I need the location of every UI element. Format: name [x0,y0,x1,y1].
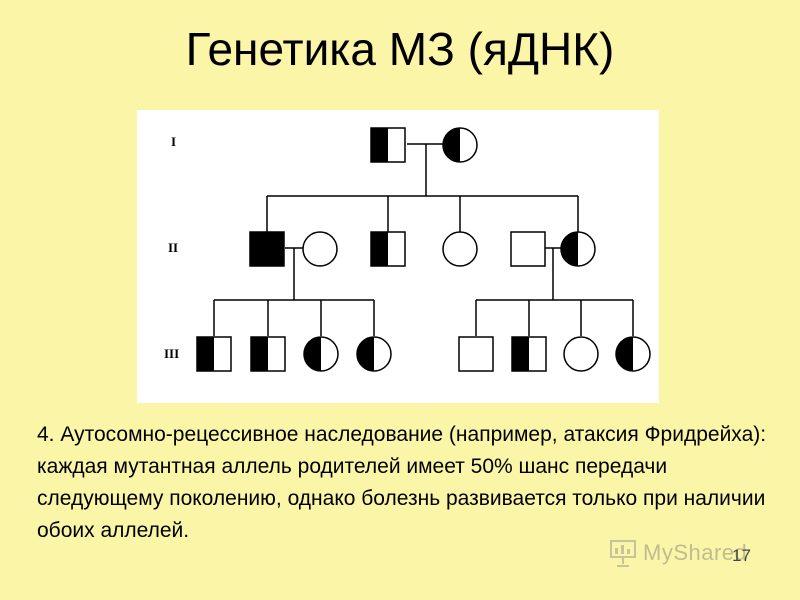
presentation-screen-icon [610,540,636,567]
pedigree-lines [213,143,634,336]
individual-gen2-5-male-unaffected [510,231,546,267]
carrier-half-fill [304,337,321,371]
carrier-half-fill [371,128,388,162]
female-circle [442,231,478,267]
slide-title: Генетика МЗ (яДНК) [185,23,615,75]
generation-label-1: I [171,134,176,149]
individual-gen2-1-male-affected [249,231,285,267]
carrier-half-fill [357,337,374,371]
carrier-half-fill [443,128,460,162]
carrier-half-fill [561,232,578,266]
individual-gen3-5-male-unaffected [458,336,494,372]
individual-gen1-1-male-carrier [370,127,406,163]
carrier-half-fill [371,232,388,266]
individual-gen3-3-female-carrier [303,336,339,372]
carrier-half-fill [512,337,529,371]
generation-label-3: III [164,346,179,361]
pedigree-chart: I II III [137,110,659,403]
individual-gen3-2-male-carrier [250,336,286,372]
carrier-half-fill [251,337,268,371]
individual-gen3-1-male-carrier [196,336,232,372]
carrier-half-fill [616,337,633,371]
individual-gen3-8-female-carrier [615,336,651,372]
individual-gen3-6-male-carrier [511,336,547,372]
generation-label-2: II [168,240,178,255]
individual-gen2-2-female-unaffected [302,231,338,267]
pedigree-individuals [196,127,651,372]
male-square [510,231,546,267]
individual-gen3-4-female-carrier [356,336,392,372]
individual-gen2-6-female-carrier [560,231,596,267]
individual-gen2-4-female-unaffected [442,231,478,267]
slide-number: 17 [732,546,751,565]
male-square [458,336,494,372]
female-circle [302,231,338,267]
male-square [249,231,285,267]
individual-gen1-2-female-carrier [442,127,478,163]
watermark-text: MyShared [643,540,748,565]
individual-gen2-3-male-carrier [370,231,406,267]
carrier-half-fill [197,337,214,371]
watermark: MyShared [609,536,759,570]
female-circle [563,336,599,372]
individual-gen3-7-female-unaffected [563,336,599,372]
slide-caption: 4. Аутосомно-рецессивное наследование (н… [37,423,767,542]
